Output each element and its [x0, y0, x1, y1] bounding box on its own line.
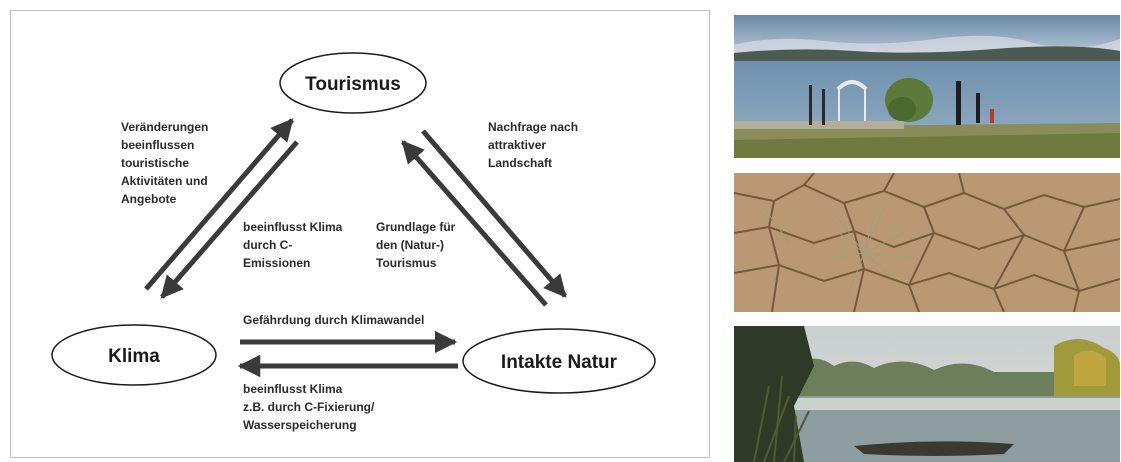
label-klima-to-tourismus: Veränderungen beeinflussen touristische …	[121, 120, 212, 206]
label-tourismus-to-natur: Nachfrage nach attraktiver Landschaft	[488, 120, 581, 170]
lake-pier-photo	[734, 15, 1120, 158]
label-natur-to-klima: beeinflusst Klima z.B. durch C-Fixierung…	[243, 382, 378, 432]
dry-cracked-soil-photo	[734, 173, 1120, 312]
arrow-natur-to-tourismus	[401, 140, 548, 307]
arrow-tourismus-to-natur	[421, 129, 567, 298]
node-intakte-natur: Intakte Natur	[462, 328, 656, 394]
node-tourismus: Tourismus	[279, 52, 427, 114]
label-tourismus-to-klima: beeinflusst Klima durch C- Emissionen	[243, 220, 346, 270]
node-klima-label: Klima	[108, 346, 160, 367]
arrow-tourismus-to-klima	[160, 140, 299, 299]
node-intakte-natur-label: Intakte Natur	[501, 352, 618, 373]
misty-pond-photo	[734, 326, 1120, 462]
node-klima: Klima	[51, 324, 217, 386]
label-natur-to-tourismus: Grundlage für den (Natur-) Tourismus	[376, 220, 459, 270]
node-tourismus-label: Tourismus	[305, 74, 401, 95]
label-klima-to-natur: Gefährdung durch Klimawandel	[243, 313, 424, 327]
arrow-klima-to-tourismus	[144, 118, 294, 291]
